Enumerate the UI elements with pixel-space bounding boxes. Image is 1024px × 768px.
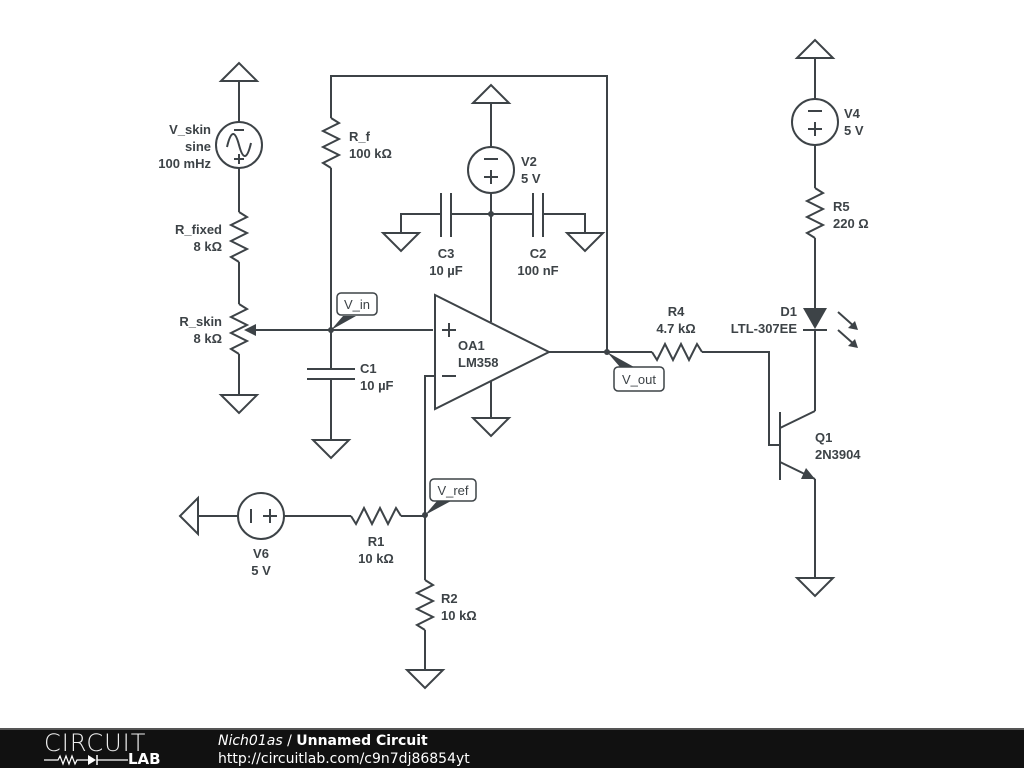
v4-name: V4 — [844, 106, 861, 121]
c2-value: 100 nF — [517, 263, 558, 278]
c3-capacitor[interactable] — [440, 193, 452, 237]
r4-value: 4.7 kΩ — [656, 321, 695, 336]
circuitlab-logo-text[interactable]: CIRCUIT — [44, 729, 147, 757]
ground-icon — [470, 417, 512, 438]
oa1-part: LM358 — [458, 355, 498, 370]
oa1-name: OA1 — [458, 338, 485, 353]
oa1-opamp[interactable] — [434, 293, 552, 411]
v6-name: V6 — [253, 546, 269, 561]
v4-supply-arrow[interactable] — [794, 38, 836, 99]
wire-inverting — [424, 375, 435, 508]
wire — [400, 213, 441, 233]
r-skin-potentiometer[interactable] — [228, 303, 256, 355]
author-link[interactable]: Nich01as — [218, 733, 283, 749]
wire-base — [702, 351, 780, 446]
v-skin-type: sine — [185, 139, 211, 154]
v2-name: V2 — [521, 154, 537, 169]
node-v-in[interactable]: V_in — [331, 292, 378, 330]
circuit-url[interactable]: http://circuitlab.com/c9n7dj86854yt — [218, 751, 470, 767]
c1-value: 10 µF — [360, 378, 394, 393]
ground-icon — [564, 232, 606, 253]
c2-capacitor[interactable] — [532, 193, 544, 237]
r5-resistor[interactable] — [804, 187, 826, 239]
schematic-canvas[interactable]: V_skin sine 100 mHz R_fixed 8 kΩ R_skin … — [0, 0, 1024, 728]
q1-transistor[interactable] — [779, 410, 816, 480]
wire — [543, 213, 586, 233]
c2-name: C2 — [530, 246, 547, 261]
r-f-value: 100 kΩ — [349, 146, 392, 161]
r4-name: R4 — [668, 304, 685, 319]
ground-icon — [794, 577, 836, 598]
c1-name: C1 — [360, 361, 377, 376]
ground-icon — [380, 232, 422, 253]
d1-name: D1 — [780, 304, 797, 319]
circuit-attribution: Nich01as / Unnamed Circuit — [218, 732, 428, 750]
v6-value: 5 V — [251, 563, 271, 578]
ground-icon — [218, 394, 260, 415]
resistor-diode-logo-icon — [44, 754, 128, 766]
r5-name: R5 — [833, 199, 850, 214]
ground-icon — [310, 439, 352, 460]
v-out-label: V_out — [622, 372, 656, 387]
c3-name: C3 — [438, 246, 455, 261]
r1-name: R1 — [368, 534, 385, 549]
separator: / — [282, 733, 297, 749]
c1-capacitor[interactable] — [307, 368, 355, 380]
r1-resistor[interactable] — [350, 505, 402, 527]
v2-value: 5 V — [521, 171, 541, 186]
v-skin-supply-arrow[interactable] — [218, 61, 260, 122]
q1-name: Q1 — [815, 430, 832, 445]
r1-value: 10 kΩ — [358, 551, 394, 566]
v-skin-freq: 100 mHz — [158, 156, 211, 171]
r-fixed-value: 8 kΩ — [194, 239, 223, 254]
ground-icon — [404, 669, 446, 690]
v-skin-source[interactable] — [215, 121, 263, 169]
circuitlab-logo-lab: LAB — [128, 750, 161, 768]
v4-source[interactable] — [791, 98, 839, 146]
r4-resistor[interactable] — [651, 341, 703, 363]
node-v-out[interactable]: V_out — [607, 352, 665, 392]
v4-value: 5 V — [844, 123, 864, 138]
v2-source[interactable] — [467, 146, 515, 194]
r2-value: 10 kΩ — [441, 608, 477, 623]
r-f-name: R_f — [349, 129, 371, 144]
v6-source[interactable] — [237, 492, 285, 540]
d1-part: LTL-307EE — [731, 321, 798, 336]
r-fixed-resistor[interactable] — [228, 211, 250, 263]
r2-resistor[interactable] — [414, 579, 436, 631]
c3-value: 10 µF — [429, 263, 463, 278]
d1-led[interactable] — [803, 308, 858, 348]
r-f-resistor[interactable] — [320, 117, 342, 169]
r-skin-value: 8 kΩ — [194, 331, 223, 346]
v2-supply-arrow[interactable] — [470, 83, 512, 147]
r2-name: R2 — [441, 591, 458, 606]
q1-part: 2N3904 — [815, 447, 861, 462]
circuit-title[interactable]: Unnamed Circuit — [296, 733, 428, 749]
v-ref-label: V_ref — [437, 483, 468, 498]
v-skin-name: V_skin — [169, 122, 211, 137]
v6-supply-arrow[interactable] — [178, 495, 199, 537]
r5-value: 220 Ω — [833, 216, 869, 231]
r-skin-name: R_skin — [179, 314, 222, 329]
v-in-label: V_in — [344, 297, 370, 312]
footer-bar: CIRCUIT LAB Nich01as / Unnamed Circuit h… — [0, 728, 1024, 768]
wire-feedback — [330, 75, 608, 352]
node-v-ref[interactable]: V_ref — [425, 478, 477, 515]
r-fixed-name: R_fixed — [175, 222, 222, 237]
